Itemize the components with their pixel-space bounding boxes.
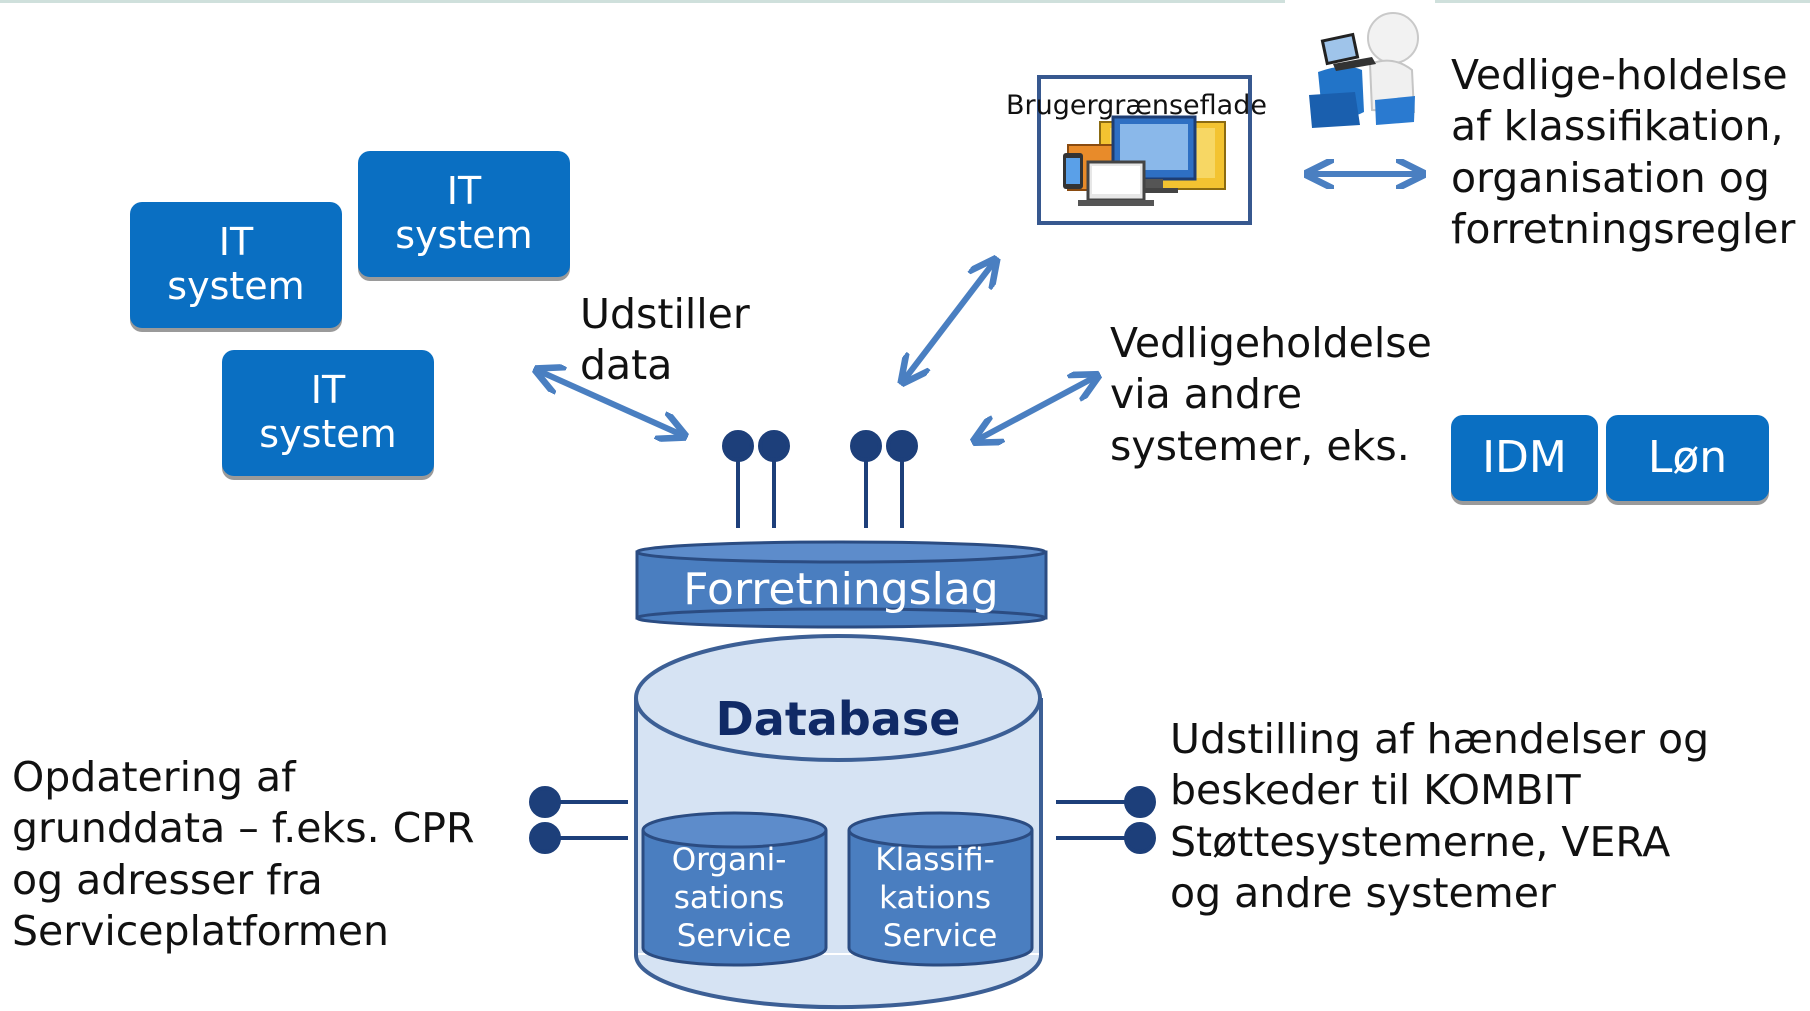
forretningslag-label: Forretningslag	[683, 564, 998, 615]
arrow-ui	[904, 262, 994, 380]
klass-service-line: Service	[883, 918, 998, 954]
it-system-box: IT system	[222, 350, 434, 476]
org-service-cylinder	[641, 811, 828, 967]
klass-service-label: Klassifi- kations Service	[875, 842, 1004, 954]
vedlige-holdelse-text: Vedlige-holdelse af klassifikation, orga…	[1451, 51, 1796, 253]
it-system-box: IT system	[358, 151, 570, 277]
top-rule	[0, 0, 1810, 3]
it-system-label: IT system	[167, 220, 305, 308]
opdatering-text: Opdatering af grunddata – f.eks. CPR og …	[12, 753, 475, 955]
klass-service-line: Klassifi-	[875, 842, 995, 878]
lon-label: Løn	[1647, 431, 1728, 483]
person-at-laptop-icon	[1309, 12, 1419, 128]
top-rule-gap	[1285, 0, 1435, 3]
right-connectors	[1056, 786, 1156, 854]
database-label: Database	[716, 692, 961, 746]
it-system-label: IT system	[259, 368, 397, 456]
vedligeholdelse-via-text: Vedligeholdelse via andre systemer, eks.	[1110, 319, 1432, 470]
arrow-it-systems	[539, 371, 682, 435]
lon-box: Løn	[1606, 415, 1769, 501]
forretningslag-cylinder	[635, 540, 1048, 629]
devices-icon	[1063, 115, 1226, 206]
it-system-box: IT system	[130, 202, 342, 328]
klass-service-line: kations	[879, 880, 991, 916]
idm-label: IDM	[1482, 431, 1567, 483]
udstilling-text: Udstilling af hændelser og beskeder til …	[1170, 715, 1710, 917]
idm-box: IDM	[1451, 415, 1598, 501]
top-connectors	[722, 430, 918, 528]
klass-service-cylinder	[847, 811, 1034, 967]
org-service-line: Service	[677, 918, 792, 954]
arrow-other-systems	[977, 377, 1095, 440]
left-connectors	[529, 786, 628, 854]
ui-label: Brugergrænseflade	[1006, 90, 1267, 121]
org-service-line: Organi-	[672, 842, 787, 878]
org-service-line: sations	[674, 880, 785, 916]
it-system-label: IT system	[395, 169, 533, 257]
org-service-label: Organi- sations Service	[672, 842, 797, 954]
